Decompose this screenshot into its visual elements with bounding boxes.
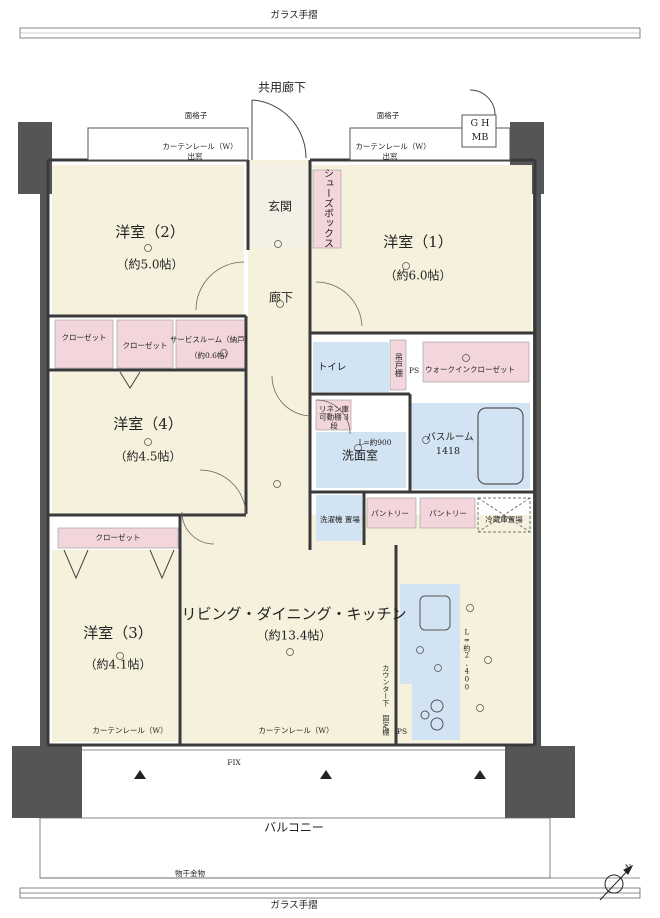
room4-name: 洋室（4） bbox=[113, 414, 183, 433]
hanging-shelf-label: 吊戸棚 bbox=[394, 353, 404, 377]
closet-door-marks bbox=[63, 371, 175, 580]
grille-right-label: 面格子 bbox=[376, 110, 400, 120]
closet3-label: クローゼット bbox=[95, 532, 141, 542]
north-mark-label: N bbox=[624, 862, 632, 872]
genkan-label: 玄関 bbox=[267, 199, 293, 214]
ldk-size: （約13.4帖） bbox=[256, 628, 332, 643]
room1-name: 洋室（1） bbox=[383, 232, 453, 251]
fixtures bbox=[116, 240, 492, 712]
service-room-name: サービスルーム（納戸） bbox=[169, 334, 253, 344]
room4-floor bbox=[52, 372, 244, 514]
bathroom-label: バスルーム bbox=[426, 431, 474, 443]
counter-shelf-label: カウンター下 固定棚 bbox=[381, 664, 390, 736]
ps-lower-label: PS bbox=[396, 726, 408, 736]
l2400-label: L=約2,400 bbox=[462, 628, 471, 692]
door-swings bbox=[181, 261, 363, 545]
ldk-floor-2 bbox=[244, 400, 310, 540]
pantry2-label: パントリー bbox=[429, 508, 467, 518]
pantry1-label: パントリー bbox=[371, 508, 409, 518]
washer-label: 洗濯機 置場 bbox=[320, 514, 360, 524]
linen-shelf-label: リネン庫 可動棚 3段 bbox=[319, 404, 349, 431]
fix-label: FIX bbox=[227, 757, 241, 767]
bay-windows bbox=[87, 114, 511, 161]
wet-areas bbox=[313, 342, 530, 740]
grille-left-label: 面格子 bbox=[184, 110, 208, 120]
room-floors bbox=[52, 160, 532, 743]
corridor-label: 廊下 bbox=[268, 290, 294, 305]
bathtub bbox=[477, 407, 524, 485]
room3-name: 洋室（3） bbox=[83, 623, 153, 642]
room3-size: （約4.1帖） bbox=[84, 657, 152, 672]
room2-floor bbox=[52, 165, 244, 315]
room1-size: （約6.0帖） bbox=[384, 268, 452, 283]
toilet-label: トイレ bbox=[317, 361, 347, 373]
mb-label: MB bbox=[471, 131, 489, 143]
curtain-rail-top-left-label: カーテンレール（W） bbox=[162, 141, 238, 151]
curtain-rail-bottom-left-label: カーテンレール（W） bbox=[92, 725, 168, 735]
room4-size: （約4.5帖） bbox=[114, 449, 182, 464]
laundry-hardware-label: 物干金物 bbox=[175, 868, 205, 878]
window-arrows bbox=[134, 770, 486, 779]
genkan-floor bbox=[250, 165, 310, 247]
room3-floor bbox=[52, 550, 178, 742]
l900-label: L=約900 bbox=[358, 437, 392, 447]
washroom-label: 洗面室 bbox=[341, 448, 379, 463]
shoe-box-label: シューズボックス bbox=[321, 168, 333, 248]
entry-door bbox=[251, 89, 496, 160]
gh-label: G H bbox=[470, 117, 490, 129]
curtain-rail-top-right-label: カーテンレール（W） bbox=[355, 141, 431, 151]
closet1-label: クローゼット bbox=[61, 332, 107, 342]
walkin-closet-label: ウォークインクローゼット bbox=[425, 364, 515, 374]
balcony-label: バルコニー bbox=[264, 820, 324, 835]
fridge-label: 冷蔵庫置場 bbox=[485, 514, 523, 524]
balcony-area bbox=[19, 749, 641, 899]
room2-name: 洋室（2） bbox=[115, 222, 185, 241]
glass-rail-top bbox=[19, 27, 641, 39]
room1-floor bbox=[310, 165, 532, 332]
ldk-floor bbox=[180, 515, 532, 743]
bath-size-label: 1418 bbox=[435, 445, 461, 457]
closets bbox=[54, 169, 530, 549]
fridge-space bbox=[477, 497, 531, 533]
bay-window-left-label: 出窓 bbox=[187, 151, 203, 161]
bay-window-right-label: 出窓 bbox=[382, 151, 398, 161]
curtain-rail-bottom-mid-label: カーテンレール（W） bbox=[258, 725, 334, 735]
glass-rail-bottom-label: ガラス手摺 bbox=[270, 899, 318, 911]
room2-size: （約5.0帖） bbox=[116, 257, 184, 272]
outer-walls bbox=[12, 122, 575, 818]
common-corridor-label: 共用廊下 bbox=[257, 80, 307, 95]
north-arrow bbox=[599, 864, 634, 901]
service-room-size: （約0.6帖） bbox=[190, 350, 232, 360]
ps-upper-label: PS bbox=[408, 365, 420, 375]
closet2-label: クローゼット bbox=[122, 340, 168, 350]
ldk-name: リビング・ダイニング・キッチン bbox=[181, 604, 407, 623]
glass-rail-top-label: ガラス手摺 bbox=[270, 9, 318, 21]
